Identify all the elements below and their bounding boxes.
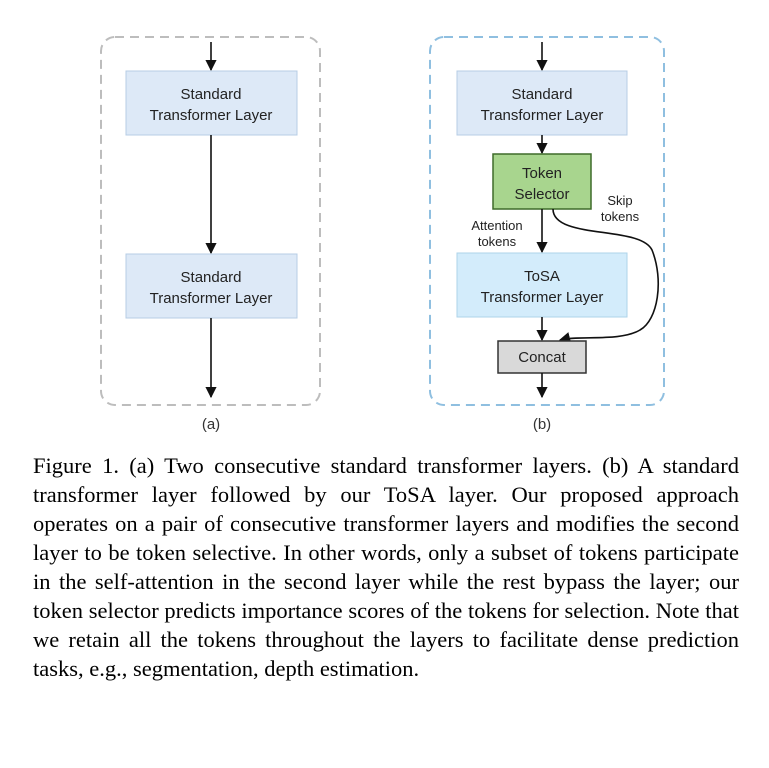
panel-a-label: (a) [202, 416, 220, 433]
panel-b-layer1-box [456, 70, 628, 136]
concat-box [497, 340, 587, 374]
attention-tokens-label-2: tokens [478, 234, 517, 249]
token-selector-text-1: Token [522, 165, 562, 182]
panel-a-layer1-text-1: Standard [181, 86, 242, 103]
figure-caption: Figure 1. (a) Two consecutive standard t… [33, 453, 739, 681]
skip-tokens-label-1: Skip [607, 193, 632, 208]
panel-a-layer2-text-2: Transformer Layer [150, 290, 273, 307]
panel-b-border [429, 36, 665, 406]
panel-b-layer1-text-2: Transformer Layer [481, 107, 604, 124]
tosa-layer-text-1: ToSA [524, 268, 560, 285]
panel-a-layer2-box [125, 253, 298, 319]
panel-a-layer1-text-2: Transformer Layer [150, 107, 273, 124]
panel-a-border [100, 36, 321, 406]
concat-text: Concat [518, 349, 566, 366]
token-selector-text-2: Selector [514, 186, 569, 203]
skip-tokens-arrow [552, 208, 659, 343]
panel-a-layer2-text-1: Standard [181, 269, 242, 286]
tosa-layer-box [456, 252, 628, 318]
token-selector-box [492, 153, 592, 210]
panel-b-label: (b) [533, 416, 551, 433]
figure-diagram: Standard Transformer Layer Standard Tran… [100, 36, 665, 433]
panel-b-layer1-text-1: Standard [512, 86, 573, 103]
skip-tokens-label-2: tokens [601, 209, 640, 224]
panel-a-layer1-box [125, 70, 298, 136]
attention-tokens-label-1: Attention [471, 218, 522, 233]
tosa-layer-text-2: Transformer Layer [481, 289, 604, 306]
